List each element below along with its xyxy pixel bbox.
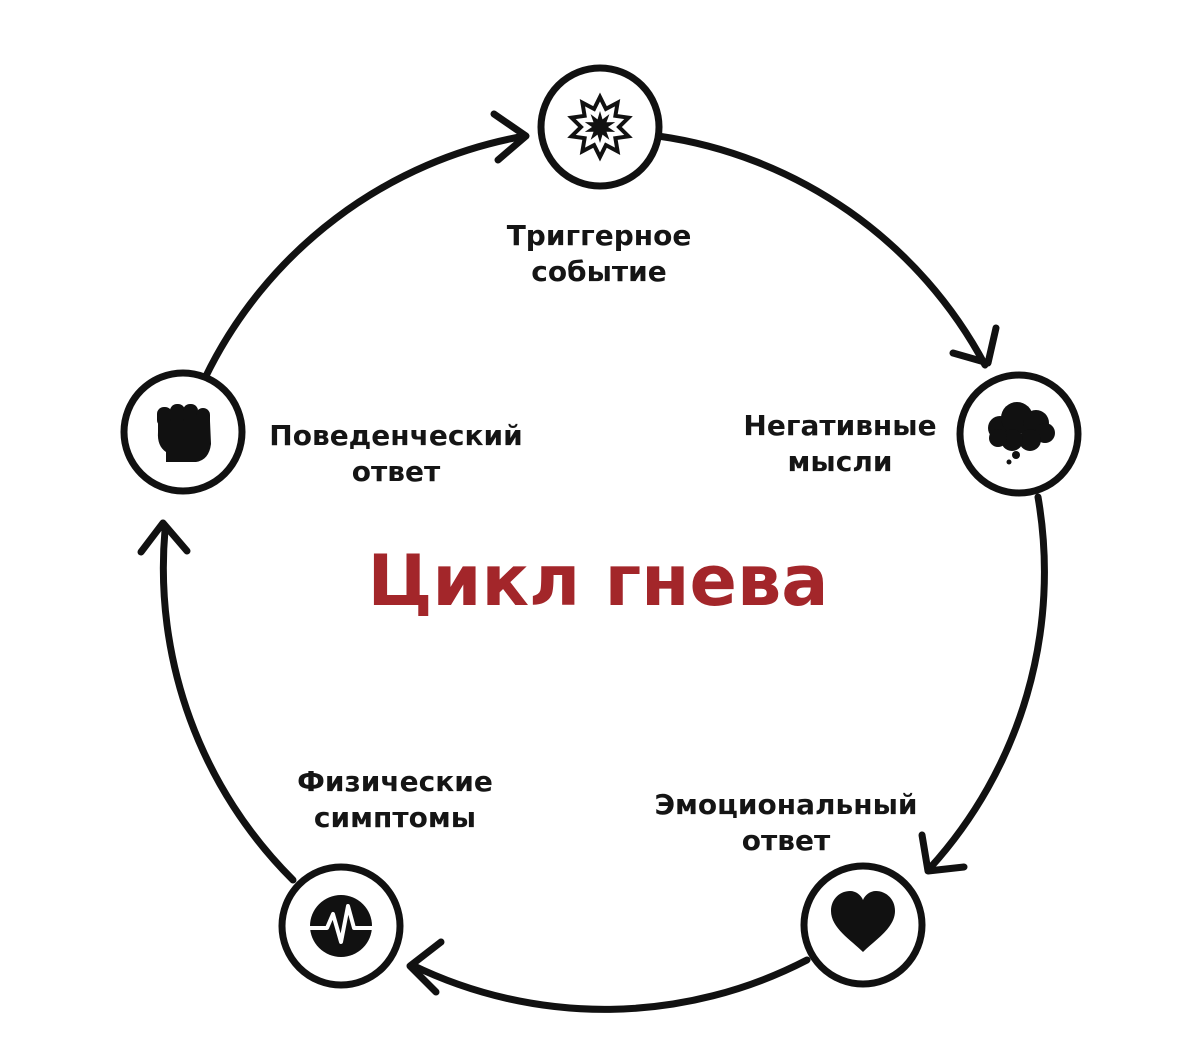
label-line: Триггерное <box>506 219 692 252</box>
label-thoughts: Негативные мысли <box>743 408 936 480</box>
heartbeat-pulse-icon <box>308 895 374 957</box>
arc-thoughts-to-emotion <box>926 493 1048 872</box>
label-line: Физические <box>297 765 493 798</box>
arc-emotion-to-physical <box>408 956 811 1013</box>
label-line: Негативные <box>743 409 937 442</box>
label-behavior: Поведенческий ответ <box>269 418 522 490</box>
starburst-icon <box>567 92 633 162</box>
arrowhead-to-thoughts <box>949 324 1000 367</box>
label-line: Эмоциональный <box>654 788 918 821</box>
label-line: Поведенческий <box>269 419 523 452</box>
arrowhead-to-physical <box>406 938 445 996</box>
arc-physical-to-behavior <box>159 526 297 884</box>
label-line: мысли <box>787 445 893 478</box>
label-line: ответ <box>741 824 831 857</box>
arrowhead-to-trigger <box>490 110 530 164</box>
arrowhead-to-behavior <box>137 519 191 556</box>
heart-icon <box>831 891 895 952</box>
label-physical: Физические симптомы <box>297 764 493 836</box>
label-line: симптомы <box>313 801 477 834</box>
thought-cloud-icon <box>988 402 1055 465</box>
label-line: ответ <box>351 455 441 488</box>
label-trigger: Триггерное событие <box>507 218 692 290</box>
arrowhead-to-emotion <box>918 831 968 875</box>
arc-behavior-to-trigger <box>201 132 529 382</box>
fist-icon <box>157 404 211 462</box>
diagram-title: Цикл гнева <box>367 540 829 622</box>
label-emotion: Эмоциональный ответ <box>654 787 917 859</box>
arc-trigger-to-thoughts <box>654 132 989 369</box>
label-line: событие <box>531 255 667 288</box>
